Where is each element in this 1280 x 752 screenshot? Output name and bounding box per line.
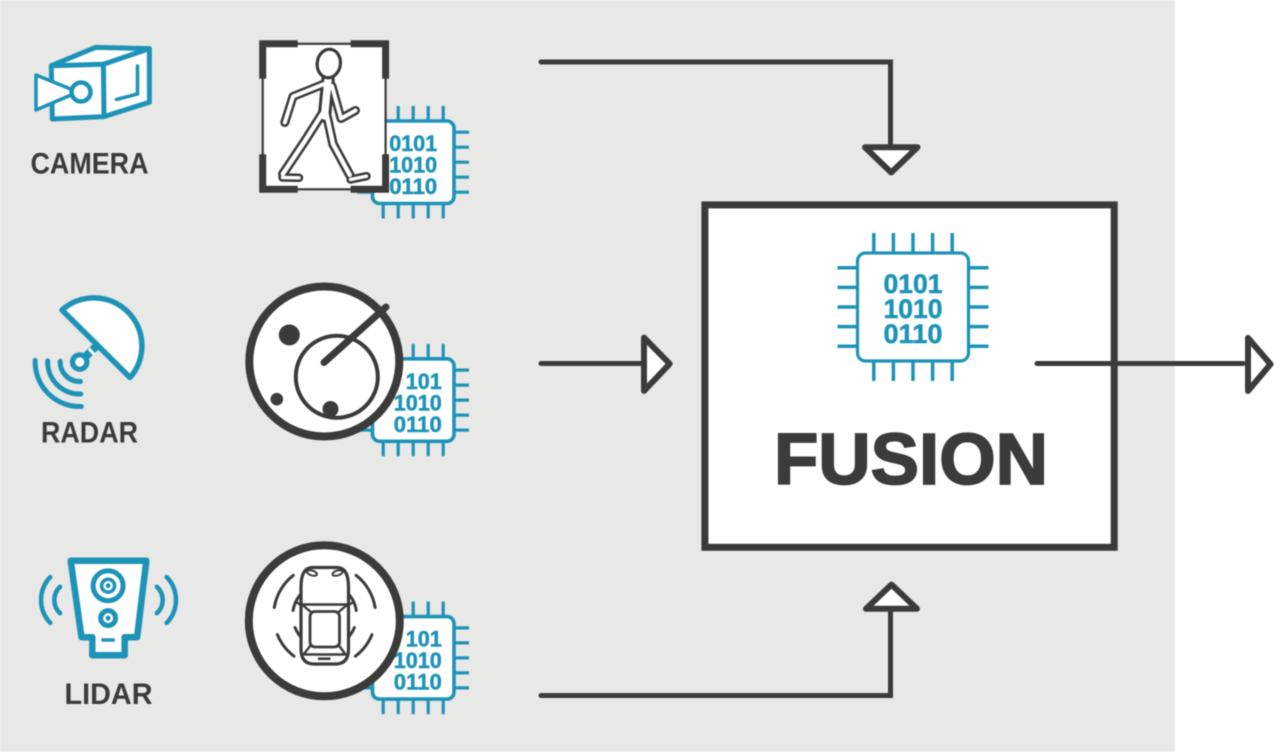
svg-text:1010: 1010 — [389, 153, 437, 178]
svg-text:101: 101 — [406, 627, 442, 652]
svg-text:0110: 0110 — [884, 319, 943, 349]
svg-text:1010: 1010 — [394, 390, 442, 415]
svg-text:CAMERA: CAMERA — [31, 148, 149, 181]
svg-text:1010: 1010 — [394, 648, 442, 673]
svg-text:FUSION: FUSION — [774, 419, 1048, 500]
svg-text:0101: 0101 — [389, 131, 437, 156]
svg-text:RADAR: RADAR — [41, 417, 138, 450]
svg-text:1010: 1010 — [884, 294, 943, 324]
svg-text:0110: 0110 — [394, 670, 442, 695]
svg-text:101: 101 — [406, 369, 442, 394]
svg-text:0101: 0101 — [884, 269, 943, 299]
svg-text:0110: 0110 — [394, 412, 442, 437]
svg-text:0110: 0110 — [389, 174, 437, 199]
svg-text:LIDAR: LIDAR — [65, 678, 153, 711]
